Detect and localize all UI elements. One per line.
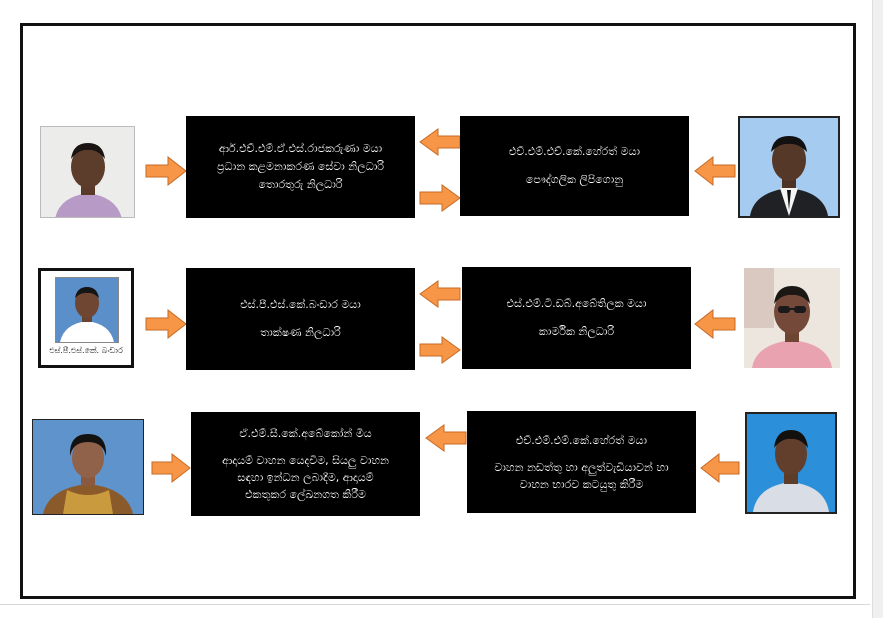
role-box-line: තාක්ෂණ නිලධාරි [260,326,341,339]
role-box-line: වාහන නඩත්තු හා අලුත්වැඩියාවන් හා [494,460,669,474]
staff-photo-row1-right [738,116,840,218]
role-box-row3-left: ඒ.එම්.සී.කේ.අබේකෝන් මිය ආදායම් වාහන යෙදව… [191,412,420,516]
page-bottom-rule [0,604,870,605]
arrow-left-icon [700,453,740,483]
role-box-line: එච්.එම්.එම්.කේ.හේරත් මයා [515,433,648,447]
arrow-right-icon [419,184,461,212]
arrow-left-icon [419,128,461,156]
staff-photo-row2-right [744,268,840,368]
person-portrait-icon [740,118,838,216]
person-portrait-icon [747,414,835,512]
staff-photo-row3-right [745,412,837,514]
role-box-line: ඒ.එම්.සී.කේ.අබේකෝන් මිය [239,427,372,440]
arrow-right-icon [419,336,461,364]
photo-caption: එස්.පී.එස්.කේ. බංඩාර [49,346,123,355]
arrow-right-icon [151,453,191,483]
role-box-row2-right: එස්.එම්.ටී.ඩබ්.අබේතිලක මයා කාර්මික නිලධා… [462,267,691,369]
role-box-line: පෞද්ගලික ලිපිගොනු [525,173,624,186]
role-box-row1-left: ආර්.එච්.එම්.ඒ.එස්.රාජකරුණා මයා ප්‍රධාන ක… [186,116,415,218]
role-box-line: ආර්.එච්.එම්.ඒ.එස්.රාජකරුණා මයා [218,142,383,155]
photo-inner-frame [55,277,119,343]
role-box-line: එස්.එම්.ටී.ඩබ්.අබේතිලක මයා [506,297,647,310]
role-box-line: එකතුකර ලේඛනගත කිරීම [245,488,366,501]
role-box-line: කාර්මික නිලධාරි [538,325,615,338]
role-box-line: සඳහා ඉන්ධන ලබාදීම, ආදායම් [237,471,374,484]
staff-photo-row3-left [32,419,144,515]
arrow-right-icon [145,156,187,186]
role-box-row2-left: එස්.පී.එස්.කේ.බංඩාර මයා තාක්ෂණ නිලධාරි [186,268,415,370]
staff-photo-row1-left [40,126,135,218]
role-box-line: එච්.එම්.එච්.කේ.හේරත් මයා [508,145,641,158]
role-box-line: එස්.පී.එස්.කේ.බංඩාර මයා [240,298,361,311]
role-box-line: වාහන භාරව කටයුතු කිරීම [519,477,644,491]
person-portrait-icon [744,268,840,368]
role-box-line: ප්‍රධාන කළමනාකරණ සේවා නිලධාරි [216,160,385,173]
role-box-line: තොරතුරු නිලධාරි [258,178,343,191]
page-scroll-edge [872,0,883,618]
role-box-row1-right: එච්.එම්.එච්.කේ.හේරත් මයා පෞද්ගලික ලිපිගො… [460,116,689,216]
arrow-left-icon [419,280,461,308]
arrow-right-icon [145,309,187,339]
staff-photo-row2-left: එස්.පී.එස්.කේ. බංඩාර [38,268,134,368]
person-portrait-icon [33,420,143,514]
role-box-row3-right: එච්.එම්.එම්.කේ.හේරත් මයා වාහන නඩත්තු හා … [467,411,696,513]
person-portrait-icon [41,127,134,217]
person-portrait-icon [56,278,118,342]
arrow-left-icon [425,424,467,452]
arrow-left-icon [694,309,736,339]
diagram-frame [20,23,856,599]
arrow-left-icon [694,156,736,186]
role-box-line: ආදායම් වාහන යෙදවීම, සියලු වාහන [222,454,389,467]
